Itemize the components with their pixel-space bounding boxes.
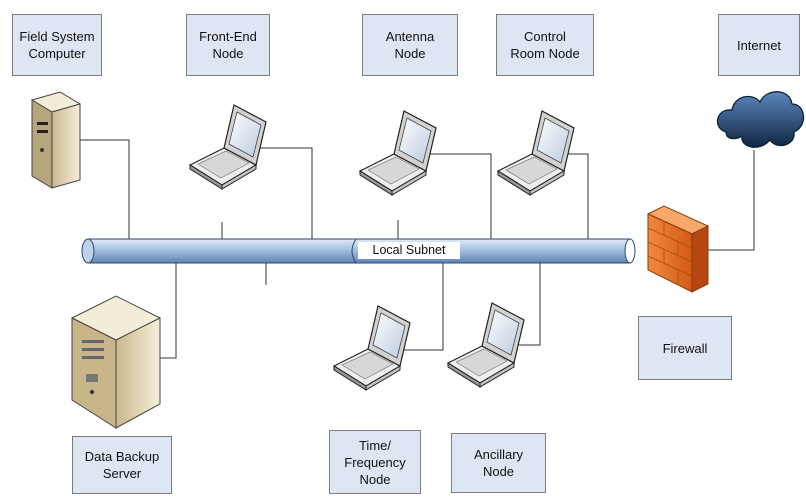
link-internet bbox=[701, 150, 755, 251]
label-front-end-node: Front-End Node bbox=[186, 14, 270, 76]
link-time-frequency bbox=[395, 262, 444, 351]
label-ancillary-node: Ancillary Node bbox=[451, 433, 546, 493]
label-field-system-computer: Field System Computer bbox=[12, 14, 102, 76]
label-data-backup-server: Data Backup Server bbox=[72, 436, 172, 494]
label-time-frequency-node: Time/ Frequency Node bbox=[329, 430, 421, 494]
link-front-end bbox=[246, 147, 313, 241]
ancillary-laptop-icon bbox=[447, 302, 525, 388]
link-antenna bbox=[418, 153, 492, 241]
link-field-system bbox=[60, 139, 130, 241]
field-system-computer-icon bbox=[30, 91, 82, 189]
front-end-laptop-icon bbox=[189, 104, 267, 190]
label-antenna-node: Antenna Node bbox=[362, 14, 458, 76]
data-backup-server-icon bbox=[70, 295, 162, 429]
control-room-laptop-icon bbox=[497, 110, 575, 196]
label-firewall: Firewall bbox=[638, 316, 732, 380]
antenna-laptop-icon bbox=[359, 110, 437, 196]
time-frequency-laptop-icon bbox=[333, 305, 411, 391]
label-internet: Internet bbox=[718, 14, 800, 76]
local-subnet-label: Local Subnet bbox=[358, 242, 460, 259]
label-control-room-node: Control Room Node bbox=[496, 14, 594, 76]
internet-cloud-icon bbox=[716, 91, 805, 148]
link-ancillary bbox=[510, 262, 541, 346]
firewall-icon bbox=[646, 205, 710, 293]
